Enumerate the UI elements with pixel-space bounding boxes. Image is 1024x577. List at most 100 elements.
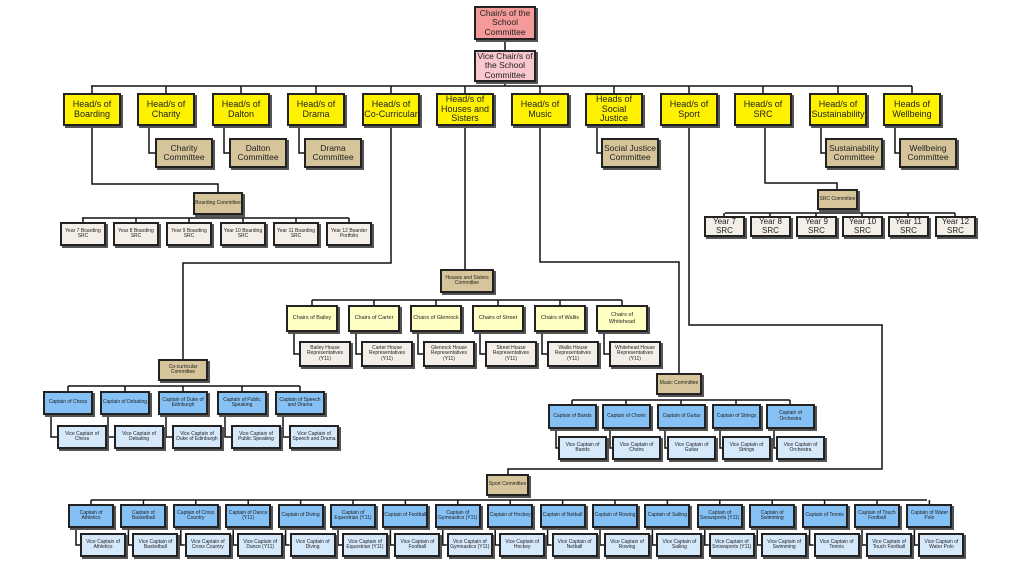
connector xyxy=(719,429,722,449)
house-chair: Chairs of Wallis xyxy=(534,305,586,332)
connector xyxy=(75,528,80,546)
sport-vice: Vice Captain of Hockey xyxy=(499,533,546,557)
sport-captain: Captain of Football xyxy=(382,504,429,528)
head-box: Head/s of Sustainability xyxy=(809,93,867,126)
connector xyxy=(224,415,231,438)
committee-box: Drama Committee xyxy=(304,138,362,168)
sport-vice: Vice Captain of Snowsports (Y11) xyxy=(708,533,755,557)
connector xyxy=(764,126,838,189)
head-box: Head/s of Sport xyxy=(660,93,718,126)
music-vice: Vice Captain of Choirs xyxy=(612,436,661,460)
sport-captain: Captain of Touch Football xyxy=(854,504,900,528)
head-box: Head/s of SRC xyxy=(734,93,792,126)
committee-box: Wellbeing Committee xyxy=(899,138,957,168)
committee-box: Charity Committee xyxy=(155,138,213,168)
connector xyxy=(808,528,814,546)
cocurricular-vice: Vice Captain of Debating xyxy=(114,425,164,449)
sport-captain: Captain of Basketball xyxy=(120,504,167,528)
head-box: Head/s of Houses and Sisters xyxy=(436,93,494,126)
connector xyxy=(609,429,612,449)
connector xyxy=(704,528,709,546)
head-box: Head/s of Boarding xyxy=(63,93,121,126)
sport-captain: Captain of Gymnastics (Y11) xyxy=(434,504,481,528)
sport-captain: Captain of Hockey xyxy=(487,504,534,528)
house-chair: Chairs of Carter xyxy=(348,305,400,332)
sport-captain: Captain of Equestrian (Y11) xyxy=(330,504,376,528)
connector xyxy=(756,528,762,546)
connector xyxy=(773,429,776,449)
house-rep: Wallis House Representatives (Y11) xyxy=(547,341,599,367)
cocurricular-vice: Vice Captain of Speech and Drama xyxy=(289,425,339,449)
src-item: Year 10 SRC xyxy=(842,216,883,237)
sport-captain: Captain of Rowing xyxy=(592,504,638,528)
connector xyxy=(494,528,500,546)
connector xyxy=(389,528,395,546)
src-committee: SRC Committee xyxy=(817,189,858,210)
music-committee: Music Committee xyxy=(656,373,702,395)
house-rep: Whitehead House Representatives (Y11) xyxy=(609,341,661,367)
music-vice: Vice Captain of Orchestra xyxy=(776,436,825,460)
connector xyxy=(232,528,238,546)
sport-captain: Captain of Tennis xyxy=(801,504,848,528)
music-vice: Vice Captain of Bands xyxy=(558,436,607,460)
connector xyxy=(541,332,547,355)
connector xyxy=(442,528,447,546)
house-rep: Bailey House Representatives (Y11) xyxy=(299,341,351,367)
sport-vice: Vice Captain of Cross Country xyxy=(184,533,231,557)
music-captain: Captain of Orchestra xyxy=(766,404,815,429)
house-chair: Chairs of Street xyxy=(472,305,524,332)
sport-vice: Vice Captain of Diving xyxy=(289,533,336,557)
boarding-committee: Boarding Committee xyxy=(193,192,243,215)
connector xyxy=(861,528,866,546)
connector xyxy=(182,126,392,359)
boarding-item: Year 7 Boarding SRC xyxy=(60,222,106,246)
connector xyxy=(223,126,229,154)
house-rep: Glenrock House Representatives (Y11) xyxy=(423,341,475,367)
boarding-item: Year 12 Boarder Portfolio xyxy=(326,222,372,246)
connector xyxy=(596,126,601,154)
houses-committee: Houses and Sisters Committee xyxy=(440,269,494,293)
head-box: Head/s of Drama xyxy=(287,93,345,126)
connector xyxy=(479,332,485,355)
connector xyxy=(50,415,57,438)
sport-captain: Captain of Athletics xyxy=(68,504,114,528)
cocurricular-captain: Captain of Debating xyxy=(100,391,150,415)
sport-vice: Vice Captain of Tennis xyxy=(813,533,860,557)
boarding-item: Year 9 Boarding SRC xyxy=(166,222,212,246)
connector xyxy=(820,126,825,154)
src-item: Year 11 SRC xyxy=(888,216,929,237)
sport-captain: Captain of Cross Country xyxy=(172,504,219,528)
head-box: Head/s of Charity xyxy=(137,93,195,126)
sport-vice: Vice Captain of Equestrian (Y11) xyxy=(342,533,388,557)
head-box: Heads of Wellbeing xyxy=(883,93,941,126)
src-item: Year 7 SRC xyxy=(704,216,745,237)
house-rep: Street House Representatives (Y11) xyxy=(485,341,537,367)
music-captain: Captain of Guitar xyxy=(657,404,706,429)
sport-captain: Captain of Water Polo xyxy=(906,504,953,528)
sport-vice: Vice Captain of Gymnastics (Y11) xyxy=(446,533,493,557)
connector xyxy=(894,126,899,154)
sport-vice: Vice Captain of Netball xyxy=(551,533,598,557)
house-chair: Chairs of Whitehead xyxy=(596,305,648,332)
connector xyxy=(507,126,883,474)
connector xyxy=(282,415,289,438)
sport-vice: Vice Captain of Swimming xyxy=(761,533,808,557)
sport-captain: Captain of Diving xyxy=(277,504,324,528)
connector xyxy=(293,332,299,355)
house-rep: Carter House Representatives (Y11) xyxy=(361,341,413,367)
sport-vice: Vice Captain of Water Polo xyxy=(918,533,965,557)
src-item: Year 8 SRC xyxy=(750,216,791,237)
cocurricular-committee: Co-curricular Committee xyxy=(158,359,208,381)
sport-committee: Sport Committee xyxy=(486,474,529,496)
connector xyxy=(599,528,604,546)
sport-captain: Captain of Dance (Y11) xyxy=(225,504,272,528)
connector xyxy=(165,415,172,438)
connector xyxy=(337,528,342,546)
connector xyxy=(284,528,290,546)
sport-vice: Vice Captain of Rowing xyxy=(604,533,650,557)
connector xyxy=(107,415,114,438)
sport-captain: Captain of Netball xyxy=(539,504,586,528)
connector xyxy=(180,528,185,546)
committee-box: Sustainability Committee xyxy=(825,138,883,168)
